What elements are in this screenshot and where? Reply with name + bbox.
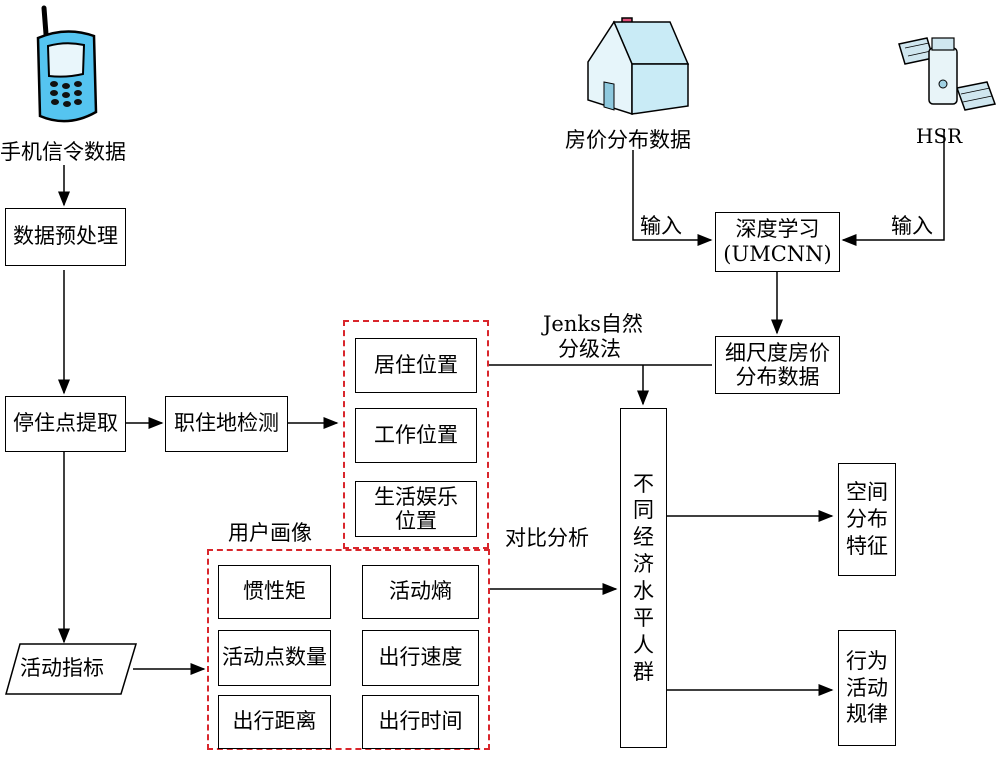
spatial-line: 空间 [846,480,888,505]
user-profile-title: 用户画像 [228,521,312,545]
home-location-box: 居住位置 [355,338,477,393]
hsr-label: HSR [916,124,963,148]
arrow-house-to-deeplearning [632,150,713,246]
leisure-line1: 生活娱乐 [374,484,458,509]
profile-item-point-count: 活动点数量 [218,630,331,686]
deep-learning-box: 深度学习 (UMCNN) [715,212,840,272]
behavior-pattern-box: 行为 活动 规律 [838,630,896,746]
groups-char: 同 [633,498,654,523]
spatial-line: 分布 [846,507,888,532]
deep-learning-line1: 深度学习 [735,216,820,241]
fine-price-line2: 分布数据 [735,365,820,389]
groups-char: 不 [633,471,654,496]
activity-index-shape [5,643,138,695]
input-label-left: 输入 [640,214,682,238]
fine-price-line1: 细尺度房价 [725,340,830,365]
work-location-box: 工作位置 [355,408,477,463]
groups-char: 平 [633,605,654,630]
groups-char: 济 [633,552,654,577]
behavior-line: 规律 [846,702,888,727]
phone-data-label: 手机信令数据 [0,140,126,164]
jenks-label-line1: Jenks自然 [543,312,643,336]
fine-price-box: 细尺度房价 分布数据 [715,336,840,394]
user-profile-frame [207,549,490,750]
groups-char: 人 [633,632,654,657]
house-icon [587,17,690,116]
groups-char: 群 [633,659,654,684]
input-label-right: 输入 [891,214,933,238]
stay-point-extract-box: 停住点提取 [5,396,126,452]
behavior-line: 活动 [846,675,888,700]
mobile-phone-icon [36,5,98,123]
economic-groups-box: 不 同 经 济 水 平 人 群 [620,408,667,748]
groups-char: 经 [633,525,654,550]
profile-item-entropy: 活动熵 [362,565,479,619]
job-home-detect-box: 职住地检测 [165,396,288,452]
spatial-distribution-box: 空间 分布 特征 [838,463,896,576]
profile-item-distance: 出行距离 [218,695,331,749]
profile-item-time: 出行时间 [362,695,479,749]
behavior-line: 行为 [846,648,888,673]
groups-char: 水 [633,579,654,603]
leisure-location-box: 生活娱乐 位置 [355,481,477,537]
spatial-line: 特征 [846,533,888,558]
location-group-frame [343,320,489,549]
house-price-data-label: 房价分布数据 [565,128,691,152]
compare-analysis-label: 对比分析 [505,526,589,550]
arrow-hsr-to-deeplearning [841,130,945,246]
profile-item-speed: 出行速度 [362,630,479,686]
activity-index-label: 活动指标 [20,656,104,680]
satellite-icon [898,37,997,111]
leisure-line2: 位置 [395,509,437,533]
deep-learning-line2: (UMCNN) [723,242,832,266]
jenks-label-line2: 分级法 [558,337,621,361]
profile-item-moment: 惯性矩 [218,565,331,619]
preprocess-box: 数据预处理 [5,208,126,266]
